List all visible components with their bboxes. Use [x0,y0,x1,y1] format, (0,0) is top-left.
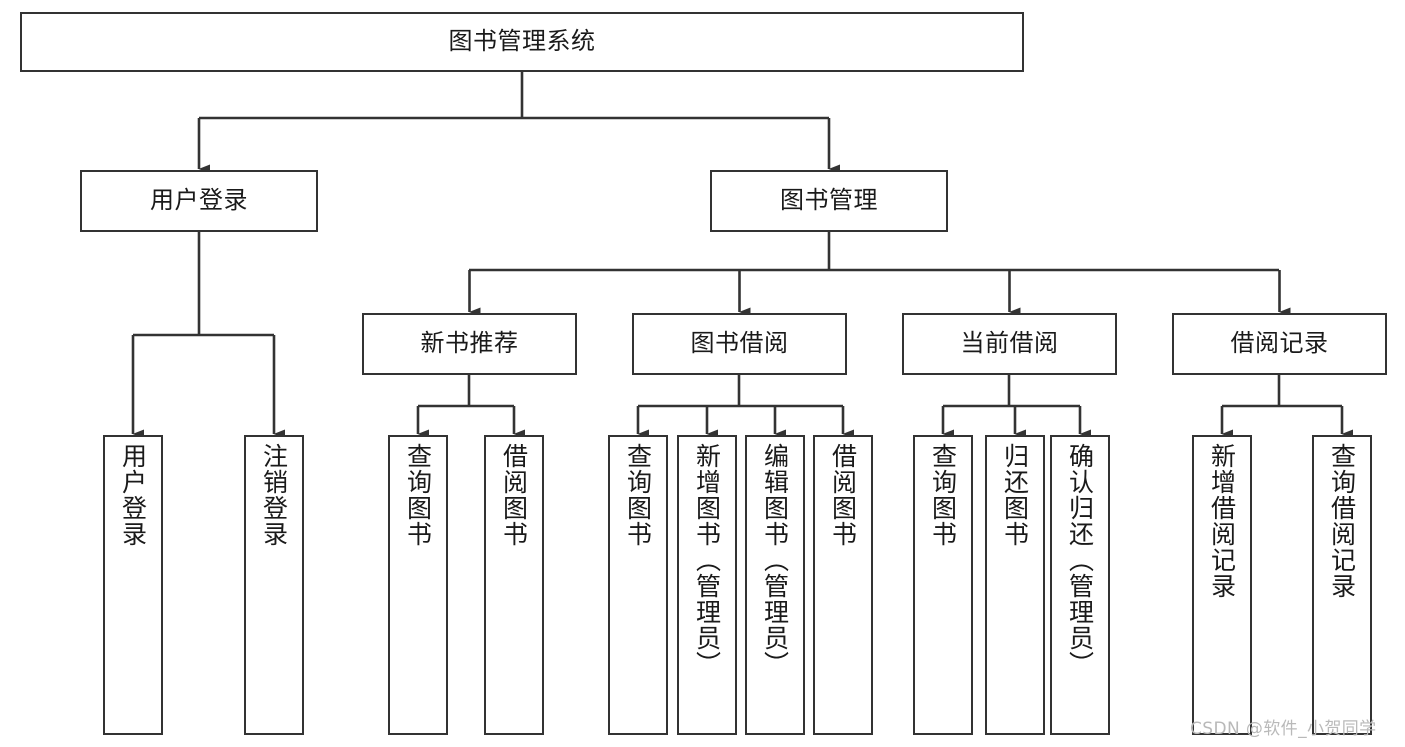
node-leaf-user-login[interactable]: 用户登录 [103,435,163,735]
node-label: 查询图书 [403,443,433,547]
node-label: 借阅图书 [499,443,529,547]
node-new-book-recommend[interactable]: 新书推荐 [362,313,577,375]
node-label: 图书管理系统 [448,27,596,56]
node-leaf-return-book[interactable]: 归还图书 [985,435,1045,735]
node-borrow-record[interactable]: 借阅记录 [1172,313,1387,375]
node-label: 借阅图书 [828,443,858,547]
node-label: 查询图书 [928,443,958,547]
node-leaf-query-borrow-record[interactable]: 查询借阅记录 [1312,435,1372,735]
node-label: 图书管理 [780,186,878,215]
node-leaf-query-book-1[interactable]: 查询图书 [388,435,448,735]
node-user-login[interactable]: 用户登录 [80,170,318,232]
node-label: 当前借阅 [960,329,1059,358]
node-label: 用户登录 [150,186,248,215]
watermark-text: CSDN @软件_小贺同学 [1190,719,1377,739]
node-label: 新增图书（管理员） [692,443,722,677]
node-label: 新增借阅记录 [1207,443,1237,599]
node-leaf-edit-book[interactable]: 编辑图书（管理员） [745,435,805,735]
node-leaf-add-book[interactable]: 新增图书（管理员） [677,435,737,735]
node-leaf-borrow-book-1[interactable]: 借阅图书 [484,435,544,735]
node-book-management-system[interactable]: 图书管理系统 [20,12,1024,72]
node-label: 借阅记录 [1230,329,1329,358]
node-leaf-confirm-return[interactable]: 确认归还（管理员） [1050,435,1110,735]
node-label: 查询借阅记录 [1327,443,1357,599]
node-label: 新书推荐 [420,329,519,358]
node-leaf-user-logout[interactable]: 注销登录 [244,435,304,735]
node-label: 归还图书 [1000,443,1030,547]
node-label: 注销登录 [259,443,289,547]
node-current-borrow[interactable]: 当前借阅 [902,313,1117,375]
node-leaf-add-borrow-record[interactable]: 新增借阅记录 [1192,435,1252,735]
node-leaf-query-book-3[interactable]: 查询图书 [913,435,973,735]
node-label: 查询图书 [623,443,653,547]
node-label: 图书借阅 [690,329,789,358]
node-book-management[interactable]: 图书管理 [710,170,948,232]
node-leaf-query-book-2[interactable]: 查询图书 [608,435,668,735]
node-label: 编辑图书（管理员） [760,443,790,677]
node-book-borrow[interactable]: 图书借阅 [632,313,847,375]
node-leaf-borrow-book-2[interactable]: 借阅图书 [813,435,873,735]
node-label: 确认归还（管理员） [1065,443,1095,677]
node-label: 用户登录 [118,443,148,547]
